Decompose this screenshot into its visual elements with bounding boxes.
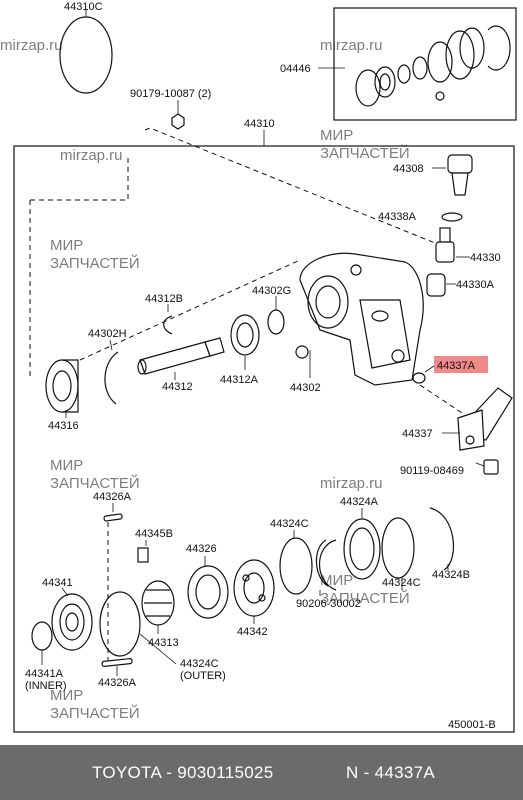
union-pipe-44337 bbox=[457, 387, 513, 451]
label-04446: 04446 bbox=[280, 63, 311, 75]
ring-44310c bbox=[59, 16, 113, 94]
leader-line bbox=[109, 339, 113, 351]
seal-44324a bbox=[343, 518, 381, 580]
label-44341a-note: (INNER) bbox=[25, 680, 67, 692]
label-44324c-note: (OUTER) bbox=[180, 670, 226, 682]
label-44326a-top: 44326A bbox=[93, 491, 132, 503]
pump-housing-44302 bbox=[295, 252, 424, 386]
diagram-code: 450001-B bbox=[448, 719, 496, 731]
o-ring-44324c-outer bbox=[99, 591, 141, 657]
label-90119: 90119-08469 bbox=[400, 465, 464, 477]
label-44313: 44313 bbox=[148, 637, 179, 649]
watermark-text: mirzap.ru bbox=[60, 147, 123, 164]
label-44316: 44316 bbox=[48, 420, 79, 432]
key-44312b bbox=[163, 315, 173, 335]
watermark-text: mirzap.ru bbox=[320, 37, 383, 54]
label-90179: 90179-10087 (2) bbox=[130, 88, 211, 100]
watermark-text: ЗАПЧАСТЕЙ bbox=[320, 144, 410, 162]
leader-line bbox=[139, 633, 177, 665]
label-44310: 44310 bbox=[244, 118, 275, 130]
seal-44302g bbox=[267, 309, 285, 335]
label-44312: 44312 bbox=[162, 381, 193, 393]
label-44324a: 44324A bbox=[340, 496, 379, 508]
label-44310c: 44310C bbox=[64, 1, 103, 13]
watermark-text: mirzap.ru bbox=[320, 475, 383, 492]
watermark-text: mirzap.ru bbox=[0, 37, 63, 54]
label-44341: 44341 bbox=[42, 577, 73, 589]
assembly-line bbox=[79, 259, 301, 361]
watermark-text: ЗАПЧАСТЕЙ bbox=[50, 704, 140, 722]
o-ring-44324c-mid bbox=[279, 537, 313, 595]
label-44312a: 44312A bbox=[220, 374, 259, 386]
part-labels: 44310C 04446 90179-10087 (2) 44310 44308… bbox=[25, 1, 501, 731]
label-44326: 44326 bbox=[186, 543, 217, 555]
rotor-44313 bbox=[141, 580, 175, 626]
o-ring-44324c-right bbox=[381, 517, 415, 579]
cover-44341 bbox=[51, 593, 93, 651]
label-44302g: 44302G bbox=[252, 285, 291, 297]
bolt-90179 bbox=[171, 113, 185, 130]
label-44324b: 44324B bbox=[432, 569, 470, 581]
label-44312b: 44312B bbox=[145, 293, 183, 305]
label-44324c-mid: 44324C bbox=[270, 518, 309, 530]
leader-line bbox=[424, 365, 435, 373]
watermark-text: ЗАПЧАСТЕЙ bbox=[50, 254, 140, 272]
watermark-text: МИР bbox=[50, 237, 83, 254]
assembly-line bbox=[30, 155, 129, 201]
label-44337a: 44337A bbox=[437, 360, 476, 372]
pin-44326a-bottom bbox=[101, 658, 133, 667]
label-44302h: 44302H bbox=[88, 328, 127, 340]
snap-ring-44302h bbox=[104, 351, 119, 405]
watermark-text: МИР bbox=[50, 457, 83, 474]
label-44330: 44330 bbox=[470, 252, 501, 264]
spring-44330a bbox=[426, 273, 446, 297]
parts-exploded-diagram: mirzap.ru mirzap.ru mirzap.ru МИР ЗАПЧАС… bbox=[0, 1, 517, 733]
label-44324c-bottom: 44324C bbox=[180, 658, 219, 670]
label-44345b: 44345B bbox=[135, 528, 173, 540]
watermark-text: МИР bbox=[320, 572, 353, 589]
shaft-44312 bbox=[137, 337, 225, 375]
plate-44342 bbox=[233, 559, 275, 617]
label-44338a: 44338A bbox=[378, 211, 417, 223]
bolt-90119 bbox=[475, 459, 499, 475]
label-44341a: 44341A bbox=[25, 668, 64, 680]
assembly-line bbox=[419, 384, 466, 416]
watermark-text: МИР bbox=[320, 127, 353, 144]
pin-44326a-top bbox=[103, 513, 123, 522]
bearing-44316 bbox=[45, 359, 79, 413]
kit-inset-frame bbox=[333, 7, 517, 121]
bearing-44312a bbox=[230, 314, 260, 356]
label-44337: 44337 bbox=[402, 428, 433, 440]
cam-ring-44326 bbox=[187, 565, 229, 619]
vane-44345b bbox=[137, 547, 149, 563]
snap-ring-44324b bbox=[429, 507, 455, 571]
leader-line bbox=[61, 587, 69, 597]
watermark-text: ЗАПЧАСТЕЙ bbox=[50, 474, 140, 492]
part-info-footer: TOYOTA - 9030115025 N - 44337A bbox=[0, 745, 523, 800]
o-ring-44337a bbox=[412, 372, 426, 384]
snap-ring-90206 bbox=[315, 539, 337, 591]
o-ring-44341a-inner bbox=[31, 621, 53, 651]
highlight-44337a bbox=[434, 356, 488, 373]
reference-part-number: N - 44337A bbox=[346, 762, 435, 782]
label-44342: 44342 bbox=[237, 626, 268, 638]
kit-04446-parts bbox=[355, 25, 511, 107]
assembly-line bbox=[144, 127, 441, 246]
label-44308: 44308 bbox=[393, 163, 424, 175]
o-ring-44338a bbox=[441, 212, 463, 222]
label-44324c-right: 44324C bbox=[382, 577, 421, 589]
label-44326a-bottom: 44326A bbox=[98, 677, 137, 689]
label-44330a: 44330A bbox=[456, 279, 495, 291]
valve-44308 bbox=[447, 154, 473, 196]
fitting-44330 bbox=[435, 227, 455, 263]
label-90206: 90206-30002 bbox=[296, 598, 361, 610]
watermark-text: МИР bbox=[50, 687, 83, 704]
label-44302: 44302 bbox=[290, 382, 321, 394]
main-assembly-frame bbox=[13, 145, 515, 733]
watermark-text: ЗАПЧАСТЕЙ bbox=[320, 589, 410, 607]
brand-part-number: TOYOTA - 9030115025 bbox=[92, 762, 274, 782]
